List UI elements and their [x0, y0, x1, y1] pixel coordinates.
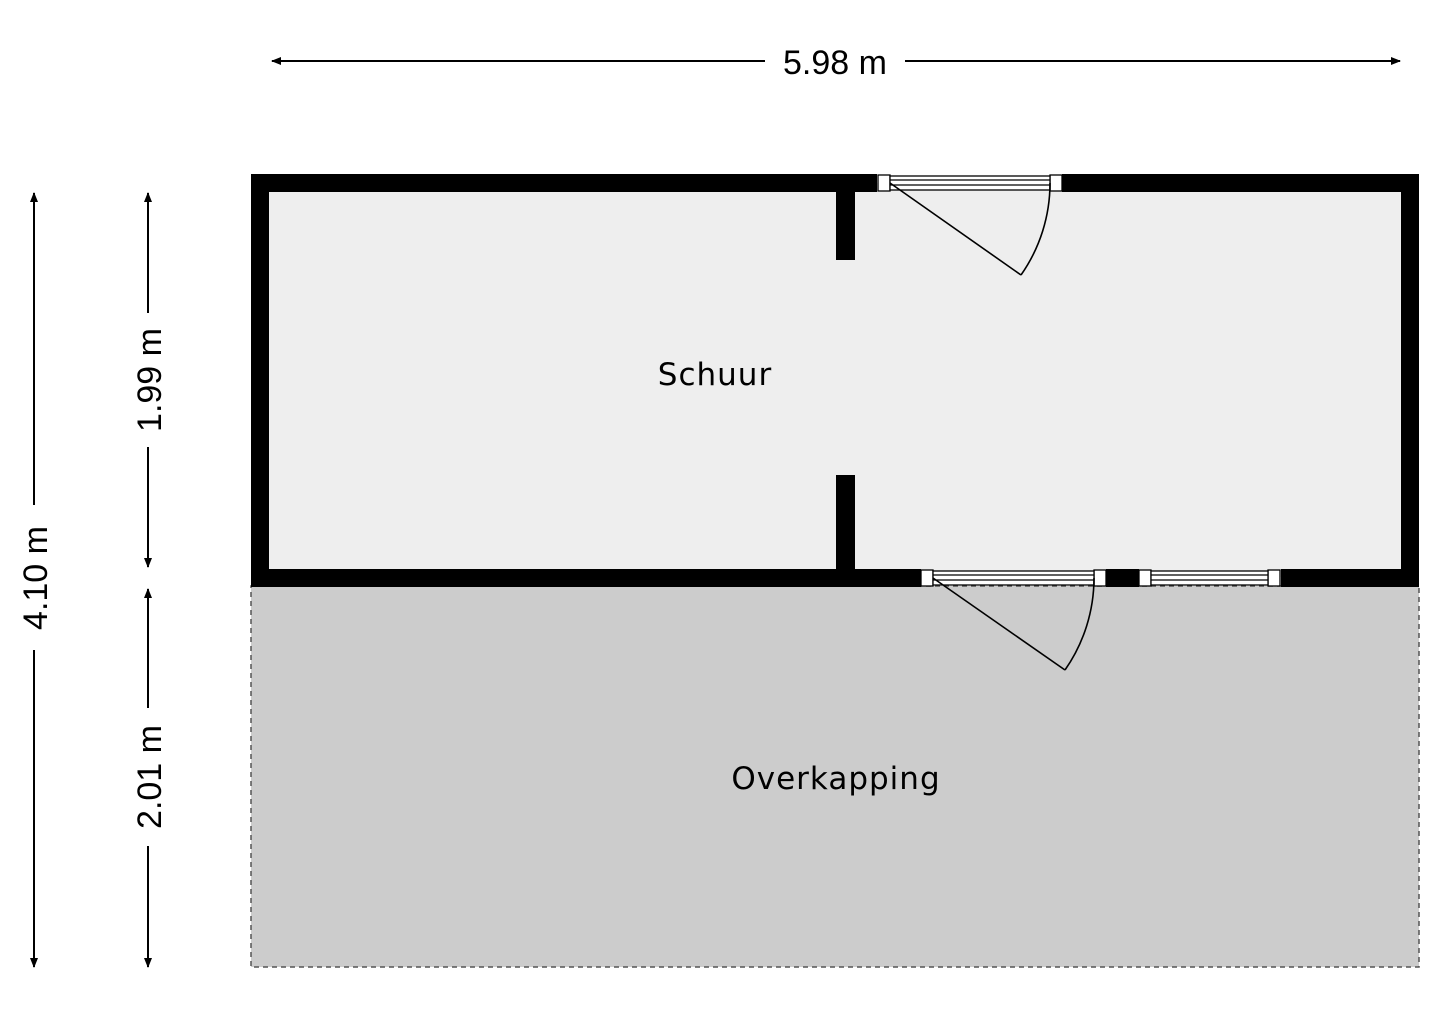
door-bottom [920, 569, 1107, 671]
walls [251, 174, 1419, 587]
schuur-floor [260, 183, 1410, 577]
dimension-height-total: 4.10 m [17, 192, 55, 968]
room-label-overkapping: Overkapping [731, 761, 940, 797]
dimension-height-overkapping-label: 2.01 m [131, 725, 169, 829]
room-label-schuur: Schuur [658, 357, 772, 393]
dimension-height-total-label: 4.10 m [17, 526, 55, 630]
dimension-width: 5.98 m [271, 44, 1401, 82]
dimension-height-overkapping: 2.01 m [131, 588, 169, 968]
dimension-width-label: 5.98 m [783, 44, 887, 82]
dimension-height-schuur: 1.99 m [131, 192, 169, 568]
overkapping-area [250, 585, 1420, 968]
dimension-height-schuur-label: 1.99 m [131, 328, 169, 432]
door-top [877, 174, 1063, 276]
window-bottom [1138, 569, 1281, 587]
